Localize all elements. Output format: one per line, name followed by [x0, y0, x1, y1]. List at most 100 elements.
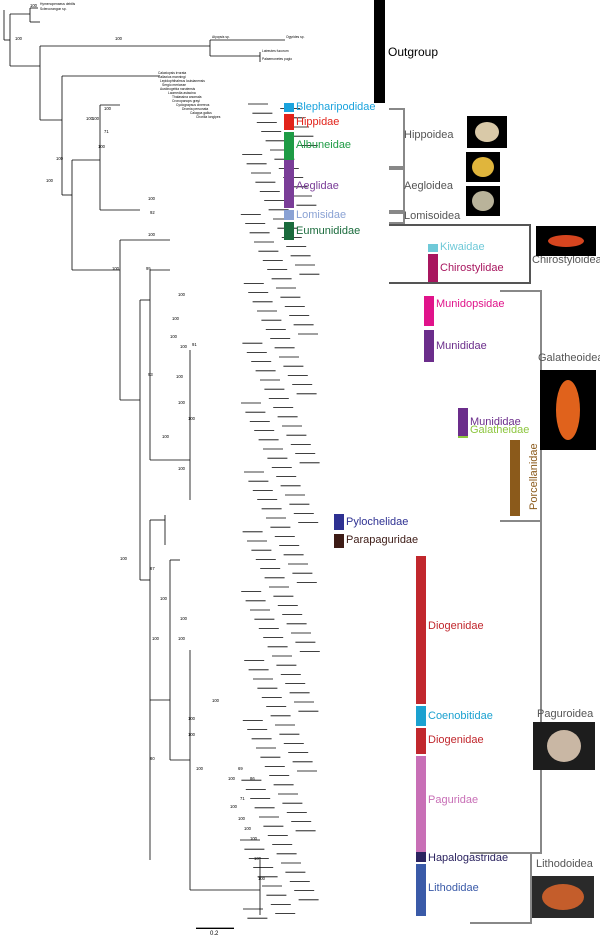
bootstrap-value: 100 [180, 616, 188, 621]
outgroup-label: Outgroup [388, 45, 439, 59]
bootstrap-value: 100 [188, 416, 196, 421]
bootstrap-value: 93 [148, 372, 153, 377]
tip-label: Lepidophthalmus louisianensis [160, 79, 205, 83]
aegloidea-photo-1 [466, 152, 500, 182]
family-bar-hapalogastridae-19 [416, 852, 426, 862]
superfamily-galatheoidea: Galatheoidea [538, 352, 600, 364]
hippoidea-photo [467, 116, 507, 148]
lithodoidea-bracket [470, 852, 532, 924]
bootstrap-value: 100 [112, 266, 120, 271]
paguroidea-photo [533, 722, 595, 770]
bootstrap-value: 100 [258, 876, 266, 881]
bootstrap-value: 80 [150, 756, 155, 761]
galatheoidea-bracket [500, 290, 542, 522]
family-bar-lithodidae-20 [416, 864, 426, 916]
galatheoidea-photo [540, 370, 596, 450]
tip-label: Cronopanops grayi [172, 99, 200, 103]
bootstrap-value: 100 [30, 3, 38, 8]
bootstrap-value: 100 [148, 232, 156, 237]
bootstrap-value: 87 [150, 566, 155, 571]
family-bar-munididae-11 [458, 408, 468, 436]
bootstrap-value: 100 [148, 196, 156, 201]
bootstrap-value: 92 [150, 210, 155, 215]
family-bar-aeglidae-3 [284, 160, 294, 208]
family-bar-munididae-9 [424, 330, 434, 362]
tip-label: Austinogebia narutensis [160, 87, 196, 91]
tip-label: Sclerocrangon sp. [40, 7, 67, 11]
tip-label: Chorilia longipes [196, 115, 221, 119]
family-label-diogenidae-15: Diogenidae [428, 620, 484, 632]
family-bar-munidopsidae-8 [424, 296, 434, 326]
bootstrap-value: 100 [178, 400, 186, 405]
superfamily-paguroidea: Paguroidea [537, 708, 594, 720]
bootstrap-value: 100 [250, 836, 258, 841]
bootstrap-value: 100 [115, 36, 123, 41]
family-bar-lomisidae-4 [284, 210, 294, 220]
family-label-galatheidae-10: Galatheidae [470, 424, 530, 436]
family-label-aeglidae-3: Aeglidae [296, 180, 339, 192]
family-label-parapaguridae-14: Parapaguridae [346, 534, 419, 546]
chirostyloidea-photo [536, 226, 596, 256]
bootstrap-value: 100 [212, 698, 220, 703]
tip-label: Calaxiopsis irrorata [158, 71, 186, 75]
bootstrap-value: 100 [15, 36, 23, 41]
family-label-munidopsidae-8: Munidopsidae [436, 298, 505, 310]
family-bar-albuneidae-2 [284, 132, 294, 160]
family-label-albuneidae-2: Albuneidae [296, 139, 352, 151]
family-bar-coenobitidae-16 [416, 706, 426, 726]
hippoidea-bracket [389, 108, 405, 170]
bootstrap-value: 100 [170, 334, 178, 339]
family-bar-kiwaidae-6 [428, 244, 438, 252]
bootstrap-value: 100 [162, 434, 170, 439]
bootstrap-value: 71 [240, 796, 245, 801]
scale-bar-label: 0.2 [210, 931, 219, 937]
family-label-eumunididae-5: Eumunididae [296, 225, 361, 237]
bootstrap-value: 100 [180, 344, 188, 349]
family-label-paguridae-18: Paguridae [428, 794, 479, 806]
tip-label: Hymenopenaeus debilis [40, 2, 76, 6]
tip-label: Cyclograpsus cinereus [176, 103, 210, 107]
family-bar-diogenidae-17 [416, 728, 426, 754]
bootstrap-value: 100 [86, 116, 94, 121]
bootstrap-value: 100 [120, 556, 128, 561]
family-label-lomisidae-4: Lomisidae [296, 209, 347, 221]
family-bar-parapaguridae-14 [334, 534, 344, 548]
bootstrap-value: 100 [152, 636, 160, 641]
tip-label: Calappa gallus [190, 111, 212, 115]
family-label-munididae-9: Munididae [436, 340, 487, 352]
family-label-diogenidae-17: Diogenidae [428, 734, 484, 746]
family-bar-pylochelidae-13 [334, 514, 344, 530]
tree-branches [3, 7, 320, 929]
outgroup-bar [374, 0, 385, 103]
bootstrap-value: 100 [238, 816, 246, 821]
superfamily-aegloidea: Aegloidea [404, 180, 453, 192]
aegloidea-photo-2 [466, 186, 500, 216]
superfamily-lomisoidea: Lomisoidea [404, 210, 461, 222]
lithodoidea-photo [532, 876, 594, 918]
bootstrap-value: 100 [178, 292, 186, 297]
family-label-lithodidae-20: Lithodidae [428, 882, 479, 894]
family-label-pylochelidae-13: Pylochelidae [346, 516, 409, 528]
bootstrap-value: 91 [192, 342, 197, 347]
bootstrap-value: 100 [178, 466, 186, 471]
tip-label: Atyopsis sp. [212, 35, 230, 39]
tip-label: Latreutes fucorum [262, 49, 289, 53]
tip-label: Palaemonetes pugio [262, 57, 292, 61]
family-bar-blepharipodidae-0 [284, 103, 294, 112]
aegloidea-bracket [389, 166, 405, 214]
bootstrap-value: 95 [146, 266, 151, 271]
bootstrap-value: 100 [172, 316, 180, 321]
bootstrap-value: 86 [250, 776, 255, 781]
superfamily-chirostyloidea: Chirostyloidea [532, 254, 600, 266]
bootstrap-value: 100 [98, 144, 106, 149]
bootstrap-value: 100 [196, 766, 204, 771]
lomisoidea-bracket [389, 210, 405, 224]
bootstrap-value: 100 [244, 826, 252, 831]
family-bar-hippidae-1 [284, 114, 294, 130]
tip-label: Ogyrides sp. [286, 35, 305, 39]
family-label-hapalogastridae-19: Hapalogastridae [428, 852, 509, 864]
bootstrap-value: 100 [176, 374, 184, 379]
